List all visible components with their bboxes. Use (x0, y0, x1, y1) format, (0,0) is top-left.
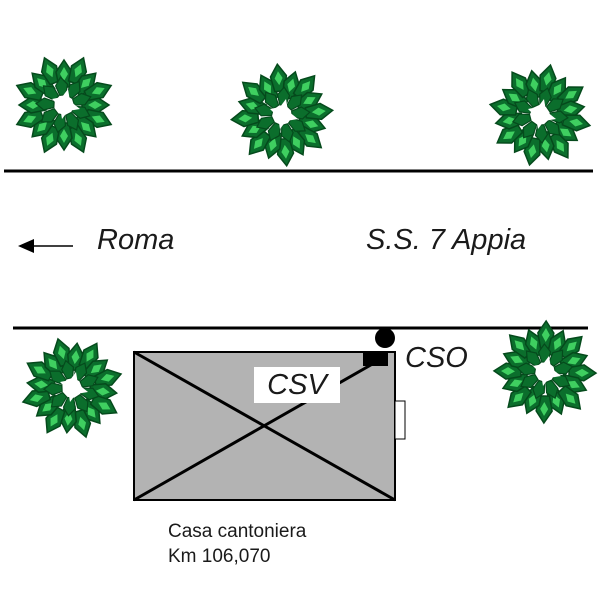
direction-label: Roma (97, 224, 175, 256)
building-annex (394, 400, 406, 440)
road-name: S.S. 7 Appia (366, 224, 527, 256)
building (133, 328, 406, 502)
tree-icon (15, 56, 113, 154)
tree-icon (229, 62, 335, 168)
building-km: Km 106,070 (168, 546, 271, 567)
csv-label: CSV (254, 367, 340, 403)
cso-device (363, 352, 388, 366)
cso-sensor-icon (375, 328, 395, 348)
tree-icon (21, 337, 123, 439)
building-caption: Casa cantoniera Km 106,070 (168, 519, 306, 569)
building-name: Casa cantoniera (168, 521, 307, 542)
building-diagonal (133, 356, 384, 502)
tree-icon (488, 63, 592, 167)
cso-label: CSO (405, 342, 468, 374)
tree-icon (492, 319, 598, 425)
arrow-left-icon (18, 239, 73, 253)
